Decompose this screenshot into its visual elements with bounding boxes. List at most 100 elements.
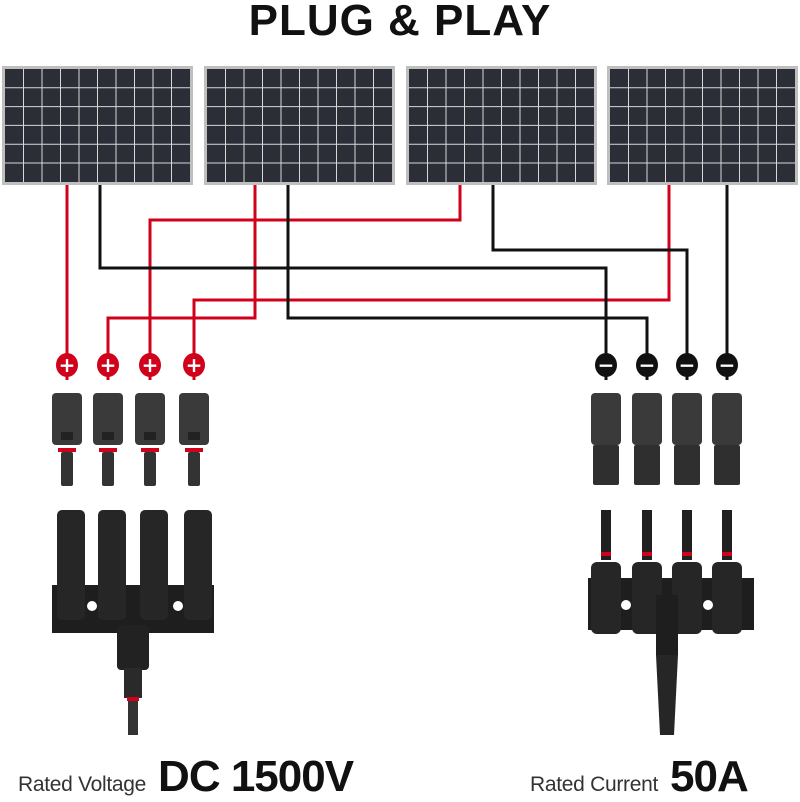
positive-badge: + xyxy=(139,353,161,377)
rated-voltage-label: Rated Voltage xyxy=(18,773,147,796)
page-title: PLUG & PLAY xyxy=(248,0,552,45)
positive-badge: + xyxy=(97,353,119,377)
pin-seal xyxy=(642,552,652,556)
branch-inlet xyxy=(184,510,212,620)
negative-badge-symbol: − xyxy=(639,353,656,377)
mount-hole xyxy=(703,600,713,610)
rated-current-value: 50A xyxy=(670,752,749,801)
solar-panel-3 xyxy=(406,66,597,185)
solar-panel-1 xyxy=(2,66,193,185)
connector-seal xyxy=(185,448,203,452)
negative-badge-circle xyxy=(716,353,738,377)
female-mc4-connector xyxy=(712,393,742,485)
negative-badge-symbol: − xyxy=(719,353,736,377)
connector-pin xyxy=(102,452,114,486)
connector-sleeve xyxy=(674,445,700,485)
connector-body xyxy=(591,393,621,445)
branch-inlet xyxy=(672,562,702,634)
male-mc4-connector xyxy=(52,393,82,486)
positive-badge: + xyxy=(56,353,78,377)
branch-inlet xyxy=(140,510,168,620)
female-mc4-connector xyxy=(591,393,621,485)
rated-voltage-value: DC 1500V xyxy=(158,752,354,801)
negative-badge-symbol: − xyxy=(679,353,696,377)
connector-body xyxy=(52,393,82,445)
connector-pin xyxy=(188,452,200,486)
negative-badge: − xyxy=(676,353,698,377)
pin-seal xyxy=(682,552,692,556)
branch-inlet xyxy=(712,562,742,634)
positive-badge-circle xyxy=(183,353,205,377)
connector-pin xyxy=(61,452,73,486)
positive-badge: + xyxy=(183,353,205,377)
male-mc4-connector xyxy=(179,393,209,486)
connector-latch xyxy=(144,432,156,440)
positive-wire xyxy=(106,185,257,380)
mount-hole xyxy=(87,601,97,611)
connector-sleeve xyxy=(593,445,619,485)
connector-body xyxy=(179,393,209,445)
mount-hole xyxy=(173,601,183,611)
negative-badge: − xyxy=(636,353,658,377)
branch-pin xyxy=(682,510,692,560)
male-mc4-connector xyxy=(93,393,123,486)
positive-badge-symbol: + xyxy=(186,353,203,377)
stem-pin xyxy=(128,701,138,735)
connector-sleeve xyxy=(714,445,740,485)
positive-badge-symbol: + xyxy=(100,353,117,377)
negative-badge: − xyxy=(716,353,738,377)
negative-badge-circle xyxy=(676,353,698,377)
branch-inlet xyxy=(98,510,126,620)
rated-current-label: Rated Current xyxy=(530,773,658,796)
positive-wire xyxy=(148,185,462,380)
positive-badge-circle xyxy=(56,353,78,377)
branch-pin xyxy=(642,510,652,560)
female-mc4-connector xyxy=(632,393,662,485)
connector-body xyxy=(712,393,742,445)
negative-badge: − xyxy=(595,353,617,377)
connector-seal xyxy=(58,448,76,452)
rated-current: Rated Current 50A xyxy=(530,752,749,802)
branch-connector-4to1-male xyxy=(52,510,214,735)
female-mc4-connector xyxy=(672,393,702,485)
connector-latch xyxy=(188,432,200,440)
positive-wire xyxy=(192,185,671,380)
connector-seal xyxy=(141,448,159,452)
solar-panel-4 xyxy=(607,66,798,185)
connector-latch xyxy=(102,432,114,440)
pin-seal xyxy=(722,552,732,556)
pin-seal xyxy=(601,552,611,556)
positive-badge-circle xyxy=(97,353,119,377)
positive-badge-symbol: + xyxy=(59,353,76,377)
negative-wire xyxy=(286,185,649,380)
branch-stem-neck xyxy=(124,668,142,698)
solar-panel-2 xyxy=(204,66,395,185)
connector-latch xyxy=(61,432,73,440)
branch-stem xyxy=(117,625,149,670)
branch-inlet xyxy=(57,510,85,620)
connector-sleeve xyxy=(634,445,660,485)
branch-stem xyxy=(656,595,678,655)
connector-pin xyxy=(144,452,156,486)
negative-badge-circle xyxy=(595,353,617,377)
positive-badge-circle xyxy=(139,353,161,377)
connector-body xyxy=(632,393,662,445)
connector-body xyxy=(93,393,123,445)
negative-wire xyxy=(491,185,689,380)
mount-hole xyxy=(621,600,631,610)
branch-inlet xyxy=(591,562,621,634)
stem-seal xyxy=(127,697,139,701)
positive-badge-symbol: + xyxy=(142,353,159,377)
negative-badge-circle xyxy=(636,353,658,377)
rated-voltage: Rated Voltage DC 1500V xyxy=(18,752,354,802)
branch-inlet xyxy=(632,562,662,634)
negative-wire xyxy=(98,185,608,380)
connector-body xyxy=(672,393,702,445)
branch-stem-sleeve xyxy=(656,655,678,735)
branch-pin xyxy=(722,510,732,560)
connector-body xyxy=(135,393,165,445)
branch-pin xyxy=(601,510,611,560)
branch-connector-4to1-female xyxy=(588,510,754,735)
negative-badge-symbol: − xyxy=(598,353,615,377)
